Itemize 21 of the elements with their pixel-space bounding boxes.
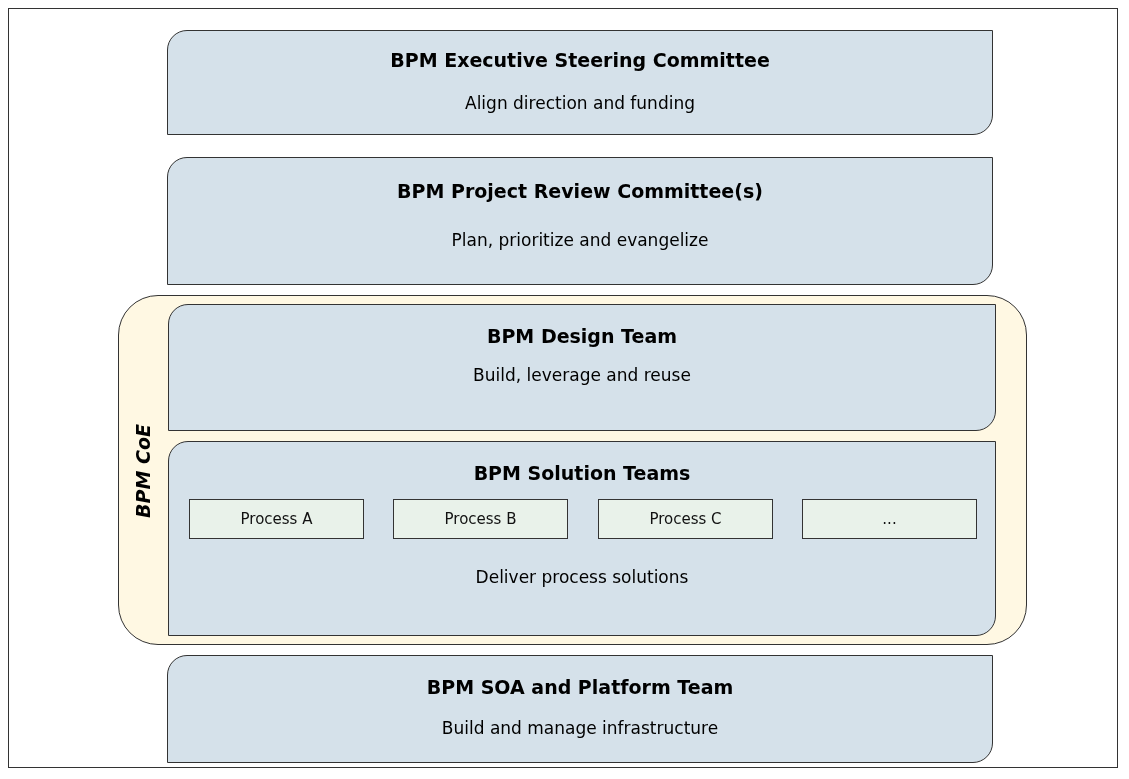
box-description: Align direction and funding <box>465 93 695 113</box>
box-heading: BPM Solution Teams <box>473 462 691 484</box>
layer-box <box>167 157 993 285</box>
box-heading: BPM Design Team <box>486 325 678 347</box>
coe-band <box>118 295 1027 645</box>
box-description: Build, leverage and reuse <box>473 365 691 385</box>
layer-box <box>167 30 993 135</box>
process-box: Process B <box>393 499 568 539</box>
process-box: ... <box>802 499 977 539</box>
layer-box <box>168 304 996 431</box>
process-box: Process A <box>189 499 364 539</box>
box-heading: BPM Executive Steering Committee <box>390 49 770 71</box>
layer-box <box>168 441 996 636</box>
box-description: Plan, prioritize and evangelize <box>451 230 709 250</box>
box-heading: BPM SOA and Platform Team <box>426 676 734 698</box>
process-box: Process C <box>598 499 773 539</box>
box-heading: BPM Project Review Committee(s) <box>397 180 763 202</box>
box-description: Deliver process solutions <box>475 567 689 587</box>
vertical-label: BPM CoE <box>131 424 154 518</box>
box-description: Build and manage infrastructure <box>441 718 719 738</box>
layer-box <box>167 655 993 763</box>
